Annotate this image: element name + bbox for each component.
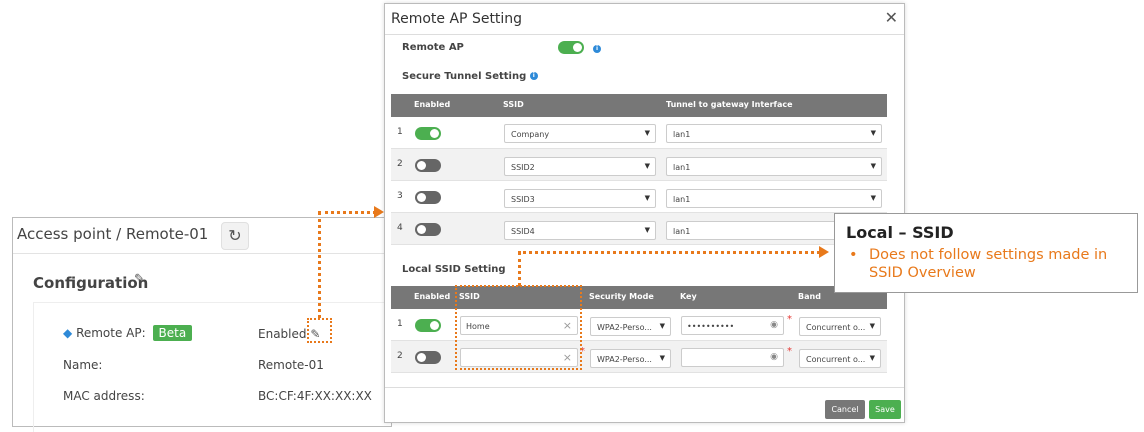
table-row: 4 SSID4▼ lan1▼ — [391, 213, 887, 245]
enabled-toggle[interactable] — [415, 223, 441, 236]
arrow-head — [374, 206, 384, 218]
enabled-toggle[interactable] — [415, 351, 441, 364]
col-ssid: SSID — [503, 100, 524, 109]
table-row: 1 Home× WPA2-Perso...▼ ••••••••••◉ * Con… — [391, 309, 887, 341]
remote-ap-value: Enabled ✎ — [258, 327, 321, 341]
connector-line — [318, 211, 376, 214]
required-mark: * — [580, 346, 585, 357]
highlight-edit-box — [307, 318, 332, 343]
chevron-down-icon: ▼ — [870, 194, 876, 202]
chevron-down-icon: ▼ — [644, 162, 650, 170]
chevron-down-icon: ▼ — [869, 354, 875, 362]
interface-select[interactable]: lan1▼ — [666, 157, 882, 176]
enabled-toggle[interactable] — [415, 159, 441, 172]
dialog-title: Remote AP Setting — [391, 11, 523, 27]
table-row: 1 Company▼ lan1▼ — [391, 117, 887, 149]
chevron-down-icon: ▼ — [644, 226, 650, 234]
configuration-title: Configuration — [33, 274, 149, 292]
ssid-select[interactable]: SSID4▼ — [504, 221, 656, 240]
clear-icon: × — [562, 319, 572, 332]
secure-tunnel-label: Secure Tunnel Setting i — [402, 71, 538, 82]
interface-select[interactable]: lan1▼ — [666, 124, 882, 143]
save-button[interactable]: Save — [869, 400, 901, 419]
security-mode-select[interactable]: WPA2-Perso...▼ — [590, 349, 671, 368]
cancel-button[interactable]: Cancel — [825, 400, 865, 419]
mac-label: MAC address: — [63, 389, 145, 403]
ssid-select[interactable]: SSID3▼ — [504, 189, 656, 208]
remote-ap-label: Remote AP — [402, 42, 464, 53]
breadcrumb: Access point / Remote-01 — [17, 225, 209, 243]
table-row: 2 × * WPA2-Perso...▼ ◉ * Concurrent o...… — [391, 341, 887, 373]
ssid-select[interactable]: Company▼ — [504, 124, 656, 143]
remote-ap-setting-dialog: Remote AP Setting ✕ Remote AP i Secure T… — [384, 3, 905, 423]
divider — [385, 387, 904, 388]
band-select[interactable]: Concurrent o...▼ — [799, 317, 881, 336]
connector-line — [518, 252, 521, 286]
tunnel-table-header: Enabled SSID Tunnel to gateway Interface — [391, 94, 887, 117]
ssid-input[interactable]: Home× — [460, 316, 578, 335]
edit-icon[interactable]: ✎ — [134, 272, 145, 287]
refresh-icon: ↻ — [228, 226, 242, 245]
col-band: Band — [798, 292, 821, 301]
chevron-down-icon: ▼ — [869, 322, 875, 330]
page-header: Access point / Remote-01 ↻ — [13, 218, 391, 254]
eye-icon: ◉ — [770, 352, 778, 362]
config-box — [33, 302, 393, 432]
beta-badge: Beta — [152, 325, 193, 341]
callout-box: Local – SSID • Does not follow settings … — [834, 213, 1138, 293]
required-mark: * — [787, 314, 792, 325]
table-row: 2 SSID2▼ lan1▼ — [391, 149, 887, 181]
table-row: 3 SSID3▼ lan1▼ — [391, 181, 887, 213]
col-enabled: Enabled — [414, 100, 451, 109]
clear-icon: × — [562, 351, 572, 364]
chevron-down-icon: ▼ — [644, 194, 650, 202]
name-label: Name: — [63, 358, 103, 372]
callout-title: Local – SSID — [846, 223, 954, 242]
arrow-head — [819, 246, 829, 258]
gem-icon: ◆ — [63, 326, 73, 340]
security-mode-select[interactable]: WPA2-Perso...▼ — [590, 317, 671, 336]
mac-value: BC:CF:4F:XX:XX:XX — [258, 389, 372, 403]
divider — [385, 34, 904, 35]
col-tunnel-interface: Tunnel to gateway Interface — [666, 100, 793, 109]
edit-icon[interactable]: ✎ — [310, 327, 321, 341]
chevron-down-icon: ▼ — [659, 354, 665, 362]
required-mark: * — [787, 346, 792, 357]
chevron-down-icon: ▼ — [644, 129, 650, 137]
key-input[interactable]: ◉ — [681, 348, 784, 367]
highlight-ssid-column — [455, 285, 582, 370]
chevron-down-icon: ▼ — [870, 162, 876, 170]
ssid-input[interactable]: × — [460, 348, 578, 367]
remote-ap-toggle[interactable] — [558, 41, 584, 54]
refresh-button[interactable]: ↻ — [221, 222, 249, 250]
name-value: Remote-01 — [258, 358, 324, 372]
col-security-mode: Security Mode — [589, 292, 654, 301]
close-icon[interactable]: ✕ — [884, 8, 898, 27]
col-key: Key — [680, 292, 697, 301]
enabled-toggle[interactable] — [415, 191, 441, 204]
col-ssid: SSID — [459, 292, 480, 301]
remote-ap-label: ◆ Remote AP: Beta — [63, 325, 193, 341]
local-table-header: Enabled SSID Security Mode Key Band — [391, 286, 887, 309]
key-input[interactable]: ••••••••••◉ — [681, 316, 784, 335]
interface-select[interactable]: lan1▼ — [666, 189, 882, 208]
chevron-down-icon: ▼ — [870, 129, 876, 137]
info-icon[interactable]: i — [529, 72, 538, 80]
ssid-select[interactable]: SSID2▼ — [504, 157, 656, 176]
chevron-down-icon: ▼ — [659, 322, 665, 330]
eye-icon: ◉ — [770, 320, 778, 330]
band-select[interactable]: Concurrent o...▼ — [799, 349, 881, 368]
background-page: Access point / Remote-01 ↻ Configuration… — [12, 217, 393, 432]
enabled-toggle[interactable] — [415, 319, 441, 332]
local-ssid-label: Local SSID Setting — [402, 264, 506, 275]
enabled-toggle[interactable] — [415, 127, 441, 140]
col-enabled: Enabled — [414, 292, 451, 301]
connector-line — [518, 251, 820, 254]
connector-line — [318, 212, 321, 318]
info-icon[interactable]: i — [593, 45, 601, 53]
